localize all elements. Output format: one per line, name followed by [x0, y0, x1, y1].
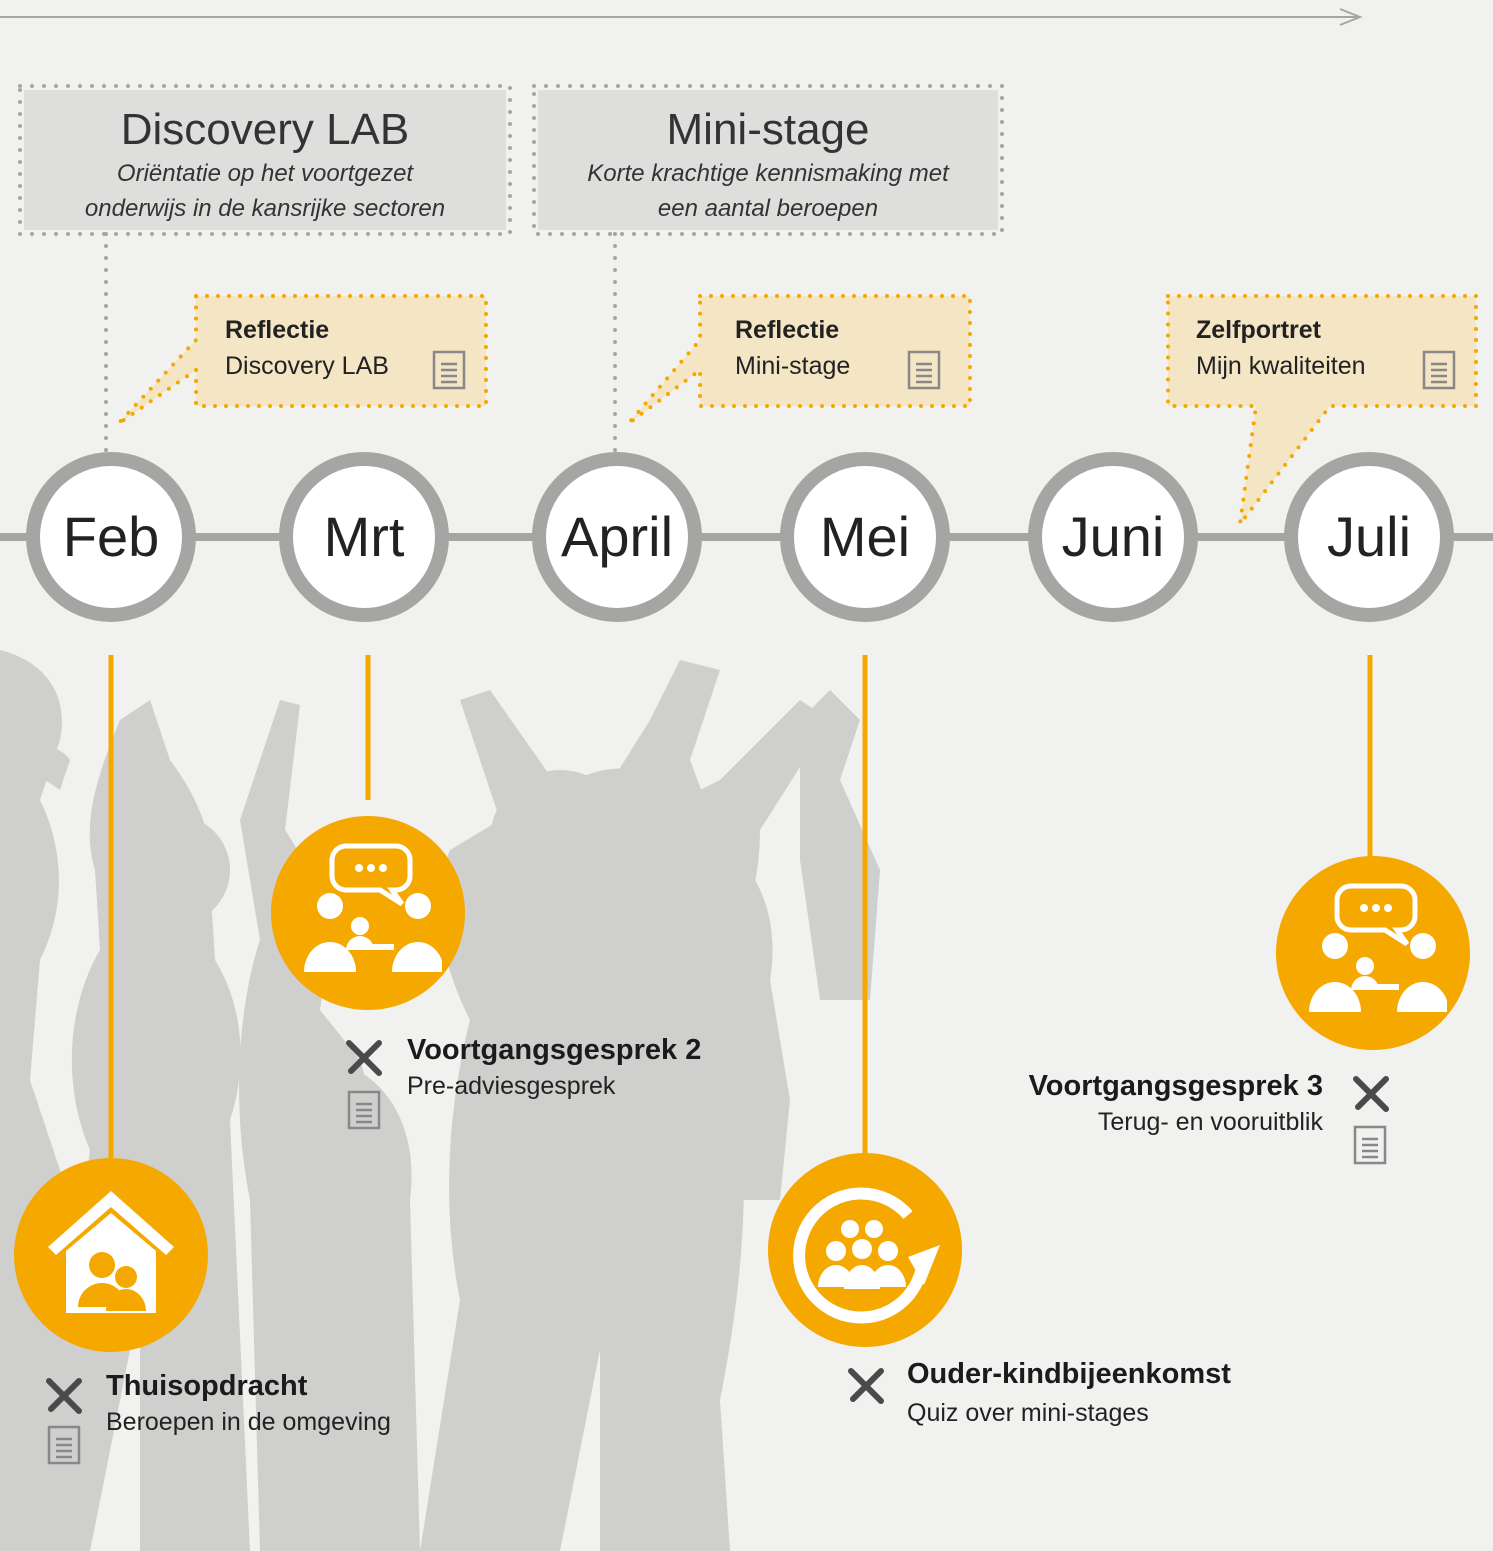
event-title-ouder-kind: Ouder-kindbijeenkomst	[907, 1358, 1231, 1390]
document-icon[interactable]	[907, 350, 941, 390]
event-title-thuisopdracht: Thuisopdracht	[106, 1370, 308, 1402]
event-subtitle-voortgangsgesprek-3: Terug- en vooruitblik	[1097, 1108, 1323, 1136]
callout-zelfportret: Zelfportret Mijn kwaliteiten	[1196, 312, 1366, 384]
conversation-icon	[304, 843, 442, 972]
tools-icon[interactable]	[845, 1365, 887, 1407]
callout-title: Zelfportret	[1196, 316, 1321, 344]
conversation-icon	[1309, 883, 1447, 1012]
document-icon[interactable]	[347, 1090, 381, 1130]
phase-title: Mini-stage	[666, 105, 870, 154]
crowd-silhouette	[0, 650, 880, 1551]
month-juni: Juni	[1061, 505, 1165, 568]
group-cycle-icon	[793, 1187, 940, 1324]
callout-text: Discovery LAB	[225, 352, 389, 380]
document-icon[interactable]	[1422, 350, 1456, 390]
month-feb: Feb	[62, 505, 160, 568]
callout-shapes	[116, 294, 1478, 532]
tools-icon[interactable]	[1350, 1073, 1392, 1115]
document-icon[interactable]	[432, 350, 466, 390]
event-subtitle-ouder-kind: Quiz over mini-stages	[907, 1399, 1149, 1427]
month-april: April	[560, 505, 674, 568]
callout-text: Mijn kwaliteiten	[1196, 352, 1366, 380]
event-subtitle-thuisopdracht: Beroepen in de omgeving	[106, 1408, 391, 1436]
callout-reflectie-ministage: Reflectie Mini-stage	[735, 312, 850, 384]
phase-subtitle-line1: Oriëntatie op het voortgezet	[116, 160, 414, 187]
tools-icon[interactable]	[343, 1037, 385, 1079]
phase-subtitle-line2: een aantal beroepen	[657, 195, 879, 222]
phase-title: Discovery LAB	[120, 105, 410, 154]
tools-icon[interactable]	[43, 1375, 85, 1417]
event-title-voortgangsgesprek-3: Voortgangsgesprek 3	[1028, 1070, 1323, 1102]
month-mei: Mei	[819, 505, 911, 568]
document-icon[interactable]	[1353, 1125, 1387, 1165]
event-subtitle-voortgangsgesprek-2: Pre-adviesgesprek	[407, 1072, 616, 1100]
callout-title: Reflectie	[735, 316, 840, 344]
callout-reflectie-discovery: Reflectie Discovery LAB	[225, 312, 389, 384]
document-icon[interactable]	[47, 1425, 81, 1465]
callout-title: Reflectie	[225, 316, 330, 344]
phase-discovery-lab: Discovery LAB Oriëntatie op het voortgez…	[24, 90, 506, 230]
phase-mini-stage: Mini-stage Korte krachtige kennismaking …	[538, 90, 998, 230]
month-mrt: Mrt	[323, 505, 405, 568]
phase-subtitle-line1: Korte krachtige kennismaking met	[587, 160, 949, 187]
event-title-voortgangsgesprek-2: Voortgangsgesprek 2	[407, 1034, 702, 1066]
month-juli: Juli	[1326, 505, 1412, 568]
phase-subtitle-line2: onderwijs in de kansrijke sectoren	[84, 195, 446, 222]
home-family-icon	[48, 1191, 174, 1313]
callout-text: Mini-stage	[735, 352, 851, 380]
